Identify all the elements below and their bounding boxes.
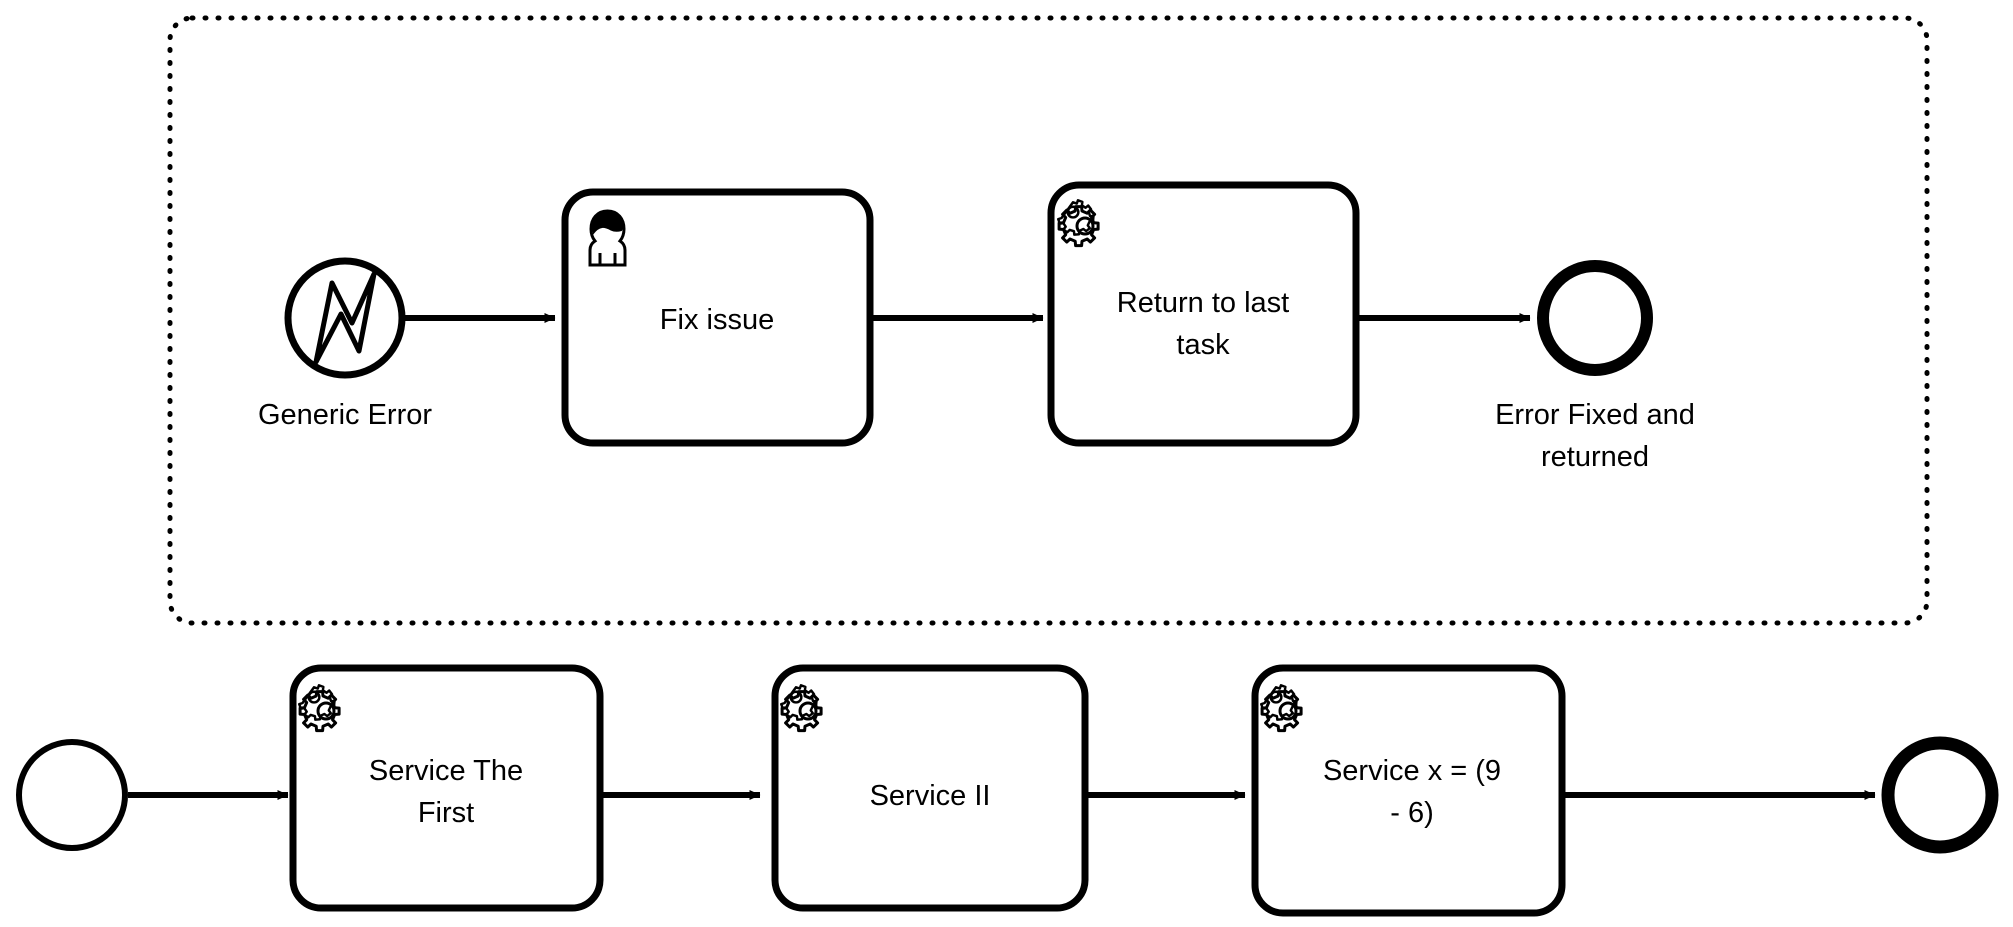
task-service-the-first-label-line1: Service The (369, 755, 523, 787)
error-start-event[interactable] (284, 257, 406, 379)
task-service-x[interactable]: Service x = (9 - 6) (1251, 664, 1566, 917)
subprocess-end-event-label-line1: Error Fixed and (1495, 399, 1695, 431)
gear-icon (1057, 199, 1100, 248)
task-service-ii-label-line1: Service II (870, 780, 991, 812)
gear-icon (780, 684, 823, 733)
gear-icon (298, 684, 341, 733)
task-service-ii[interactable]: Service II (771, 664, 1089, 912)
subprocess-end-event-label-line2: returned (1541, 441, 1649, 473)
task-service-the-first-label-line2: First (418, 797, 474, 829)
task-service-x-label-line1: Service x = (9 (1323, 755, 1501, 787)
error-start-event-label: Generic Error (258, 399, 432, 431)
task-service-x-label-line2: - 6) (1390, 797, 1434, 829)
main-end-event[interactable] (1881, 736, 1999, 854)
task-return-to-last-task-label-line2: task (1176, 329, 1230, 361)
task-fix-issue[interactable]: Fix issue (561, 188, 874, 447)
task-fix-issue-label: Fix issue (660, 304, 774, 336)
gear-icon (1260, 684, 1303, 733)
task-return-to-last-task[interactable]: Return to last task (1047, 181, 1360, 447)
user-icon (588, 209, 627, 267)
task-service-the-first[interactable]: Service The First (289, 664, 604, 912)
task-return-to-last-task-label-line1: Return to last (1117, 287, 1289, 319)
subprocess-end-event[interactable] (1537, 260, 1653, 376)
error-bolt-icon (313, 271, 377, 365)
main-start-event[interactable] (16, 739, 128, 851)
